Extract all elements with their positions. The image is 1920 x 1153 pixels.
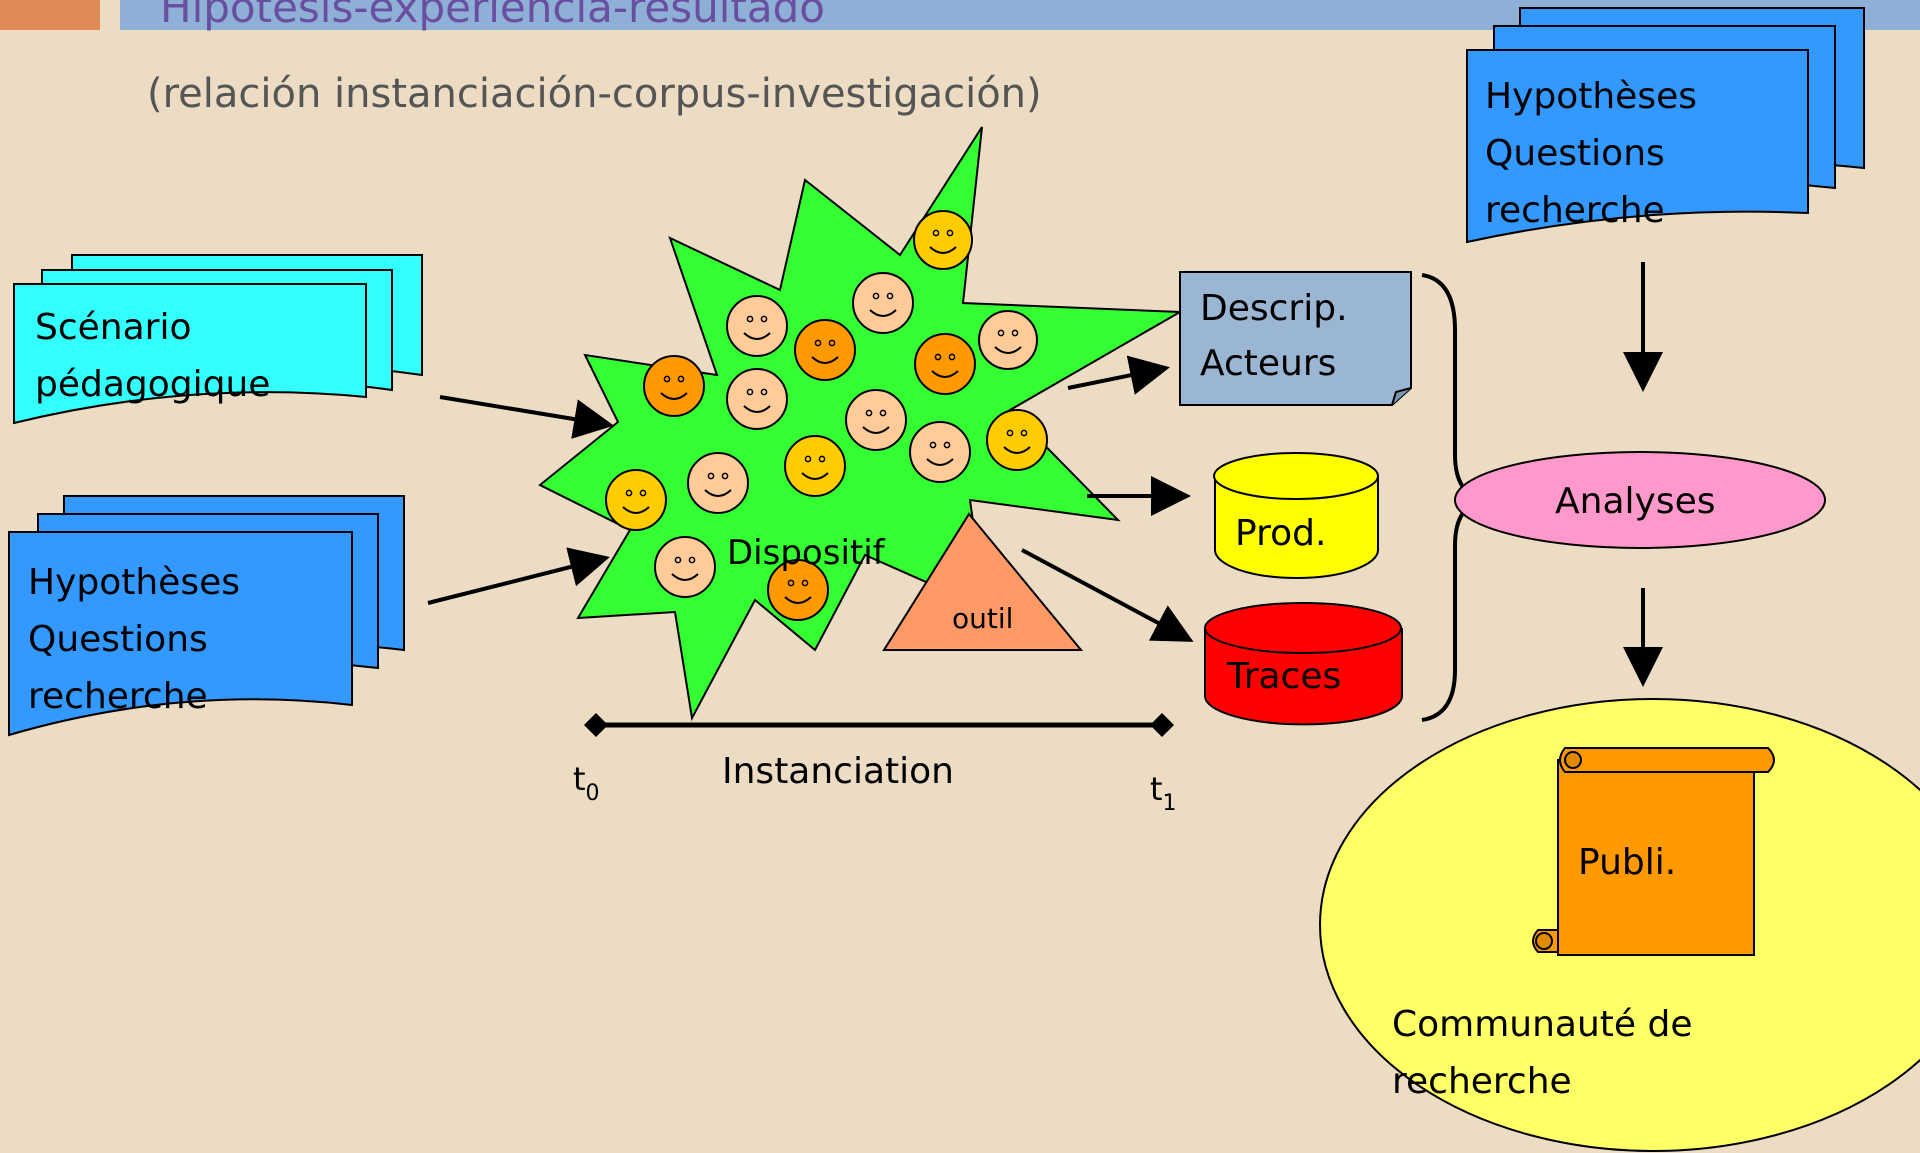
hypotheses-right-line3: recherche [1485, 190, 1665, 231]
outil-label: outil [952, 602, 1013, 635]
descrip-acteurs-box: Descrip. Acteurs [1179, 271, 1412, 406]
descrip-line2: Acteurs [1200, 343, 1336, 384]
hypotheses-right-line1: Hypothèses [1485, 76, 1697, 117]
analyses-label: Analyses [1555, 481, 1715, 522]
timeline-end-marker [1150, 713, 1174, 737]
hypotheses-left-line2: Questions [28, 619, 208, 660]
timeline-label: Instanciation [722, 751, 954, 792]
smiley-face-icon [726, 368, 788, 430]
smiley-face-icon [978, 310, 1038, 370]
prod-cylinder: Prod. [1213, 452, 1379, 579]
hypotheses-right-document: Hypothèses Questions recherche [1466, 7, 1865, 244]
smiley-face-icon [784, 435, 846, 497]
smiley-face-icon [852, 272, 914, 334]
dispositif-label: Dispositif [727, 533, 886, 573]
smiley-face-icon [726, 295, 788, 357]
smiley-face-icon [986, 409, 1048, 471]
arrow-to-traces [1021, 548, 1194, 642]
page-title: Hipótesis-experiencia-resultado [160, 0, 825, 32]
community-line1: Communauté de [1392, 1004, 1693, 1045]
title-accent [0, 0, 100, 30]
arrow-to-descrip [1067, 355, 1170, 395]
smiley-face-icon [643, 355, 705, 417]
publi-label: Publi. [1578, 842, 1676, 883]
scenario-label-line1: Scénario [35, 307, 192, 348]
publi-scroll: Publi. [1532, 747, 1775, 956]
outil-triangle: outil [882, 512, 1084, 651]
timeline-start-marker [584, 713, 608, 737]
smiley-face-icon [794, 319, 856, 381]
prod-label: Prod. [1235, 513, 1326, 554]
arrow-scenario-to-dispositif [439, 395, 614, 439]
smiley-face-icon [845, 389, 907, 451]
arrow-hypotheses-to-dispositif [427, 547, 610, 605]
smiley-face-icon [909, 421, 971, 483]
traces-cylinder: Traces [1204, 602, 1403, 726]
smiley-face-icon [767, 559, 829, 621]
hypotheses-left-document: Hypothèses Questions recherche [8, 495, 405, 737]
timeline: Instanciation t0 t1 [573, 713, 1177, 816]
timeline-end-label: t1 [1150, 770, 1177, 816]
community-line2: recherche [1392, 1061, 1572, 1102]
smiley-face-icon [913, 210, 973, 270]
smiley-face-icon [654, 536, 716, 598]
participants-group [605, 210, 1048, 621]
descrip-line1: Descrip. [1200, 288, 1348, 329]
hypotheses-left-line3: recherche [28, 676, 208, 717]
scenario-document: Scénario pédagogique [13, 254, 423, 425]
subtitle: (relación instanciación-corpus-investiga… [147, 71, 1042, 117]
traces-label: Traces [1226, 656, 1341, 697]
smiley-face-icon [687, 452, 749, 514]
timeline-start-label: t0 [573, 760, 600, 806]
smiley-face-icon [914, 333, 976, 395]
smiley-face-icon [605, 469, 667, 531]
hypotheses-right-line2: Questions [1485, 133, 1665, 174]
scenario-label-line2: pédagogique [35, 364, 270, 405]
analyses-ellipse: Analyses [1454, 451, 1826, 549]
hypotheses-left-line1: Hypothèses [28, 562, 240, 603]
